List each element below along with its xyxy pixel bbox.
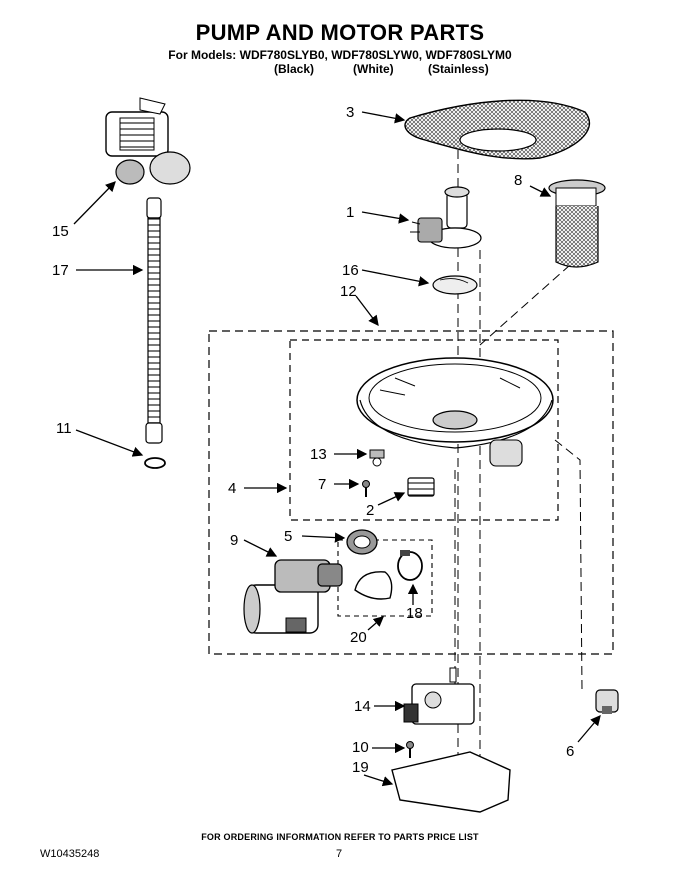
callout-9: 9 <box>230 532 238 549</box>
filter-part <box>548 179 606 268</box>
callout-7: 7 <box>318 476 326 493</box>
variant-white: (White) <box>353 62 394 76</box>
variant-black: (Black) <box>274 62 315 76</box>
callout-20: 20 <box>350 629 367 646</box>
hose-clamp-part <box>144 457 166 469</box>
callout-15: 15 <box>52 223 69 240</box>
callout-14: 14 <box>354 698 371 715</box>
callout-13: 13 <box>310 446 327 463</box>
ordering-note: FOR ORDERING INFORMATION REFER TO PARTS … <box>201 832 479 842</box>
callout-4: 4 <box>228 480 236 497</box>
callout-1: 1 <box>346 204 354 221</box>
document-id: W10435248 <box>40 848 100 860</box>
callout-arrows <box>73 111 601 787</box>
screw-10-part <box>406 741 414 758</box>
part-2 <box>407 477 435 497</box>
assembly-lines <box>454 150 583 790</box>
callout-8: 8 <box>514 172 522 189</box>
manifold-part <box>410 186 482 249</box>
callout-10: 10 <box>352 739 369 756</box>
callout-3: 3 <box>346 104 354 121</box>
clamp-18-part <box>397 550 423 581</box>
sensor-6-part <box>595 689 619 714</box>
callout-19: 19 <box>352 759 369 776</box>
callout-6: 6 <box>566 743 574 760</box>
drain-pump-part <box>105 97 191 185</box>
models-line: For Models: WDF780SLYB0, WDF780SLYW0, WD… <box>168 48 512 62</box>
screw-7-part <box>362 480 370 497</box>
group-box-12 <box>208 330 614 655</box>
callout-11: 11 <box>56 420 72 437</box>
spray-arm-shield-part <box>404 99 591 160</box>
sump-part <box>356 357 554 467</box>
callout-16: 16 <box>342 262 359 279</box>
clip-13-part <box>369 449 385 467</box>
bracket-19-part <box>391 751 511 813</box>
variant-stainless: (Stainless) <box>428 62 489 76</box>
seal-5-part <box>346 529 378 555</box>
page-title: PUMP AND MOTOR PARTS <box>195 20 485 45</box>
disc-part <box>432 275 478 295</box>
group-box-4 <box>289 339 559 521</box>
drain-hose-part <box>145 197 163 444</box>
callout-2: 2 <box>366 502 374 519</box>
callout-18: 18 <box>406 605 423 622</box>
diverter-part <box>403 667 475 725</box>
callout-5: 5 <box>284 528 292 545</box>
pump-motor-part <box>243 559 343 634</box>
hose-elbow-part <box>354 571 393 600</box>
callout-17: 17 <box>52 262 69 279</box>
page-number: 7 <box>336 848 343 860</box>
callout-12: 12 <box>340 283 357 300</box>
